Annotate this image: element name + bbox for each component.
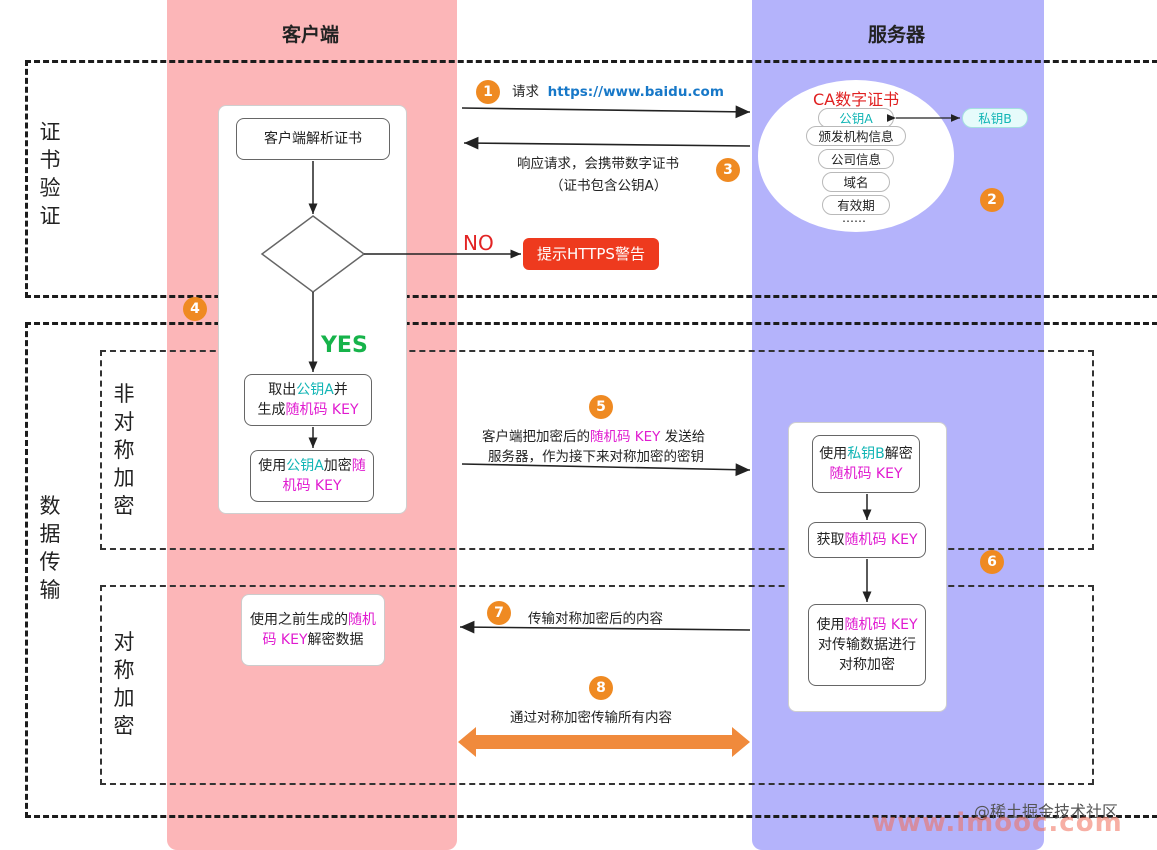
server-title: 服务器 [868, 24, 926, 46]
step-3-badge: 3 [716, 158, 740, 182]
cert-verify-section [25, 60, 1157, 298]
ca-certificate-title: CA数字证书 [813, 90, 900, 109]
step-7-label: 传输对称加密后的内容 [528, 611, 663, 627]
step-4-badge: 4 [183, 297, 207, 321]
asymmetric-label: 非对称加密 [113, 382, 135, 518]
step-3-label-2: （证书包含公钥A） [550, 178, 668, 194]
cert-verify-label: 证书验证 [39, 120, 61, 228]
parse-certificate-box: 客户端解析证书 [236, 118, 390, 160]
step-5-badge: 5 [589, 395, 613, 419]
cert-issuer: 颁发机构信息 [806, 126, 906, 146]
https-warning-box: 提示HTTPS警告 [523, 238, 659, 270]
get-key-box: 获取随机码 KEY [808, 522, 926, 558]
cert-domain: 域名 [822, 172, 890, 192]
cert-public-key: 公钥A [818, 108, 894, 128]
private-key-b: 私钥B [962, 108, 1028, 128]
step-8-label: 通过对称加密传输所有内容 [510, 710, 672, 726]
data-transfer-section [25, 322, 1157, 818]
symmetric-encrypt-box: 使用随机码 KEY 对传输数据进行 对称加密 [808, 604, 926, 686]
cert-validity: 有效期 [822, 195, 890, 215]
yes-label: YES [321, 333, 368, 358]
no-label: NO [463, 231, 494, 255]
encrypt-key-box: 使用公钥A加密随 机码 KEY [250, 450, 374, 502]
step-8-badge: 8 [589, 676, 613, 700]
decrypt-data-box: 使用之前生成的随机 码 KEY解密数据 [241, 594, 385, 666]
step-5-label-2: 服务器，作为接下来对称加密的密钥 [488, 449, 704, 465]
data-transfer-label: 数据传输 [39, 494, 61, 602]
symmetric-label: 对称加密 [113, 630, 135, 738]
step-1-badge: 1 [476, 80, 500, 104]
watermark-imooc: www.imooc.com [872, 808, 1123, 838]
client-title: 客户端 [282, 24, 340, 46]
verify-validity-label: 验证合法性 [281, 247, 351, 263]
asymmetric-section [100, 350, 1094, 550]
take-key-box: 取出公钥A并 生成随机码 KEY [244, 374, 372, 426]
step-7-badge: 7 [487, 601, 511, 625]
step-2-badge: 2 [980, 188, 1004, 212]
step-3-label-1: 响应请求，会携带数字证书 [517, 156, 679, 172]
step-5-label-1: 客户端把加密后的随机码 KEY 发送给 [482, 429, 706, 445]
symmetric-section [100, 585, 1094, 785]
cert-company: 公司信息 [818, 149, 894, 169]
cert-more: …… [842, 211, 866, 225]
step-1-label: 请求 https://www.baidu.com [512, 84, 724, 100]
step-6-badge: 6 [980, 550, 1004, 574]
watermark-juejin: @稀土掘金技术社区 [974, 802, 1119, 821]
decrypt-private-key-box: 使用私钥B解密 随机码 KEY [812, 435, 920, 493]
